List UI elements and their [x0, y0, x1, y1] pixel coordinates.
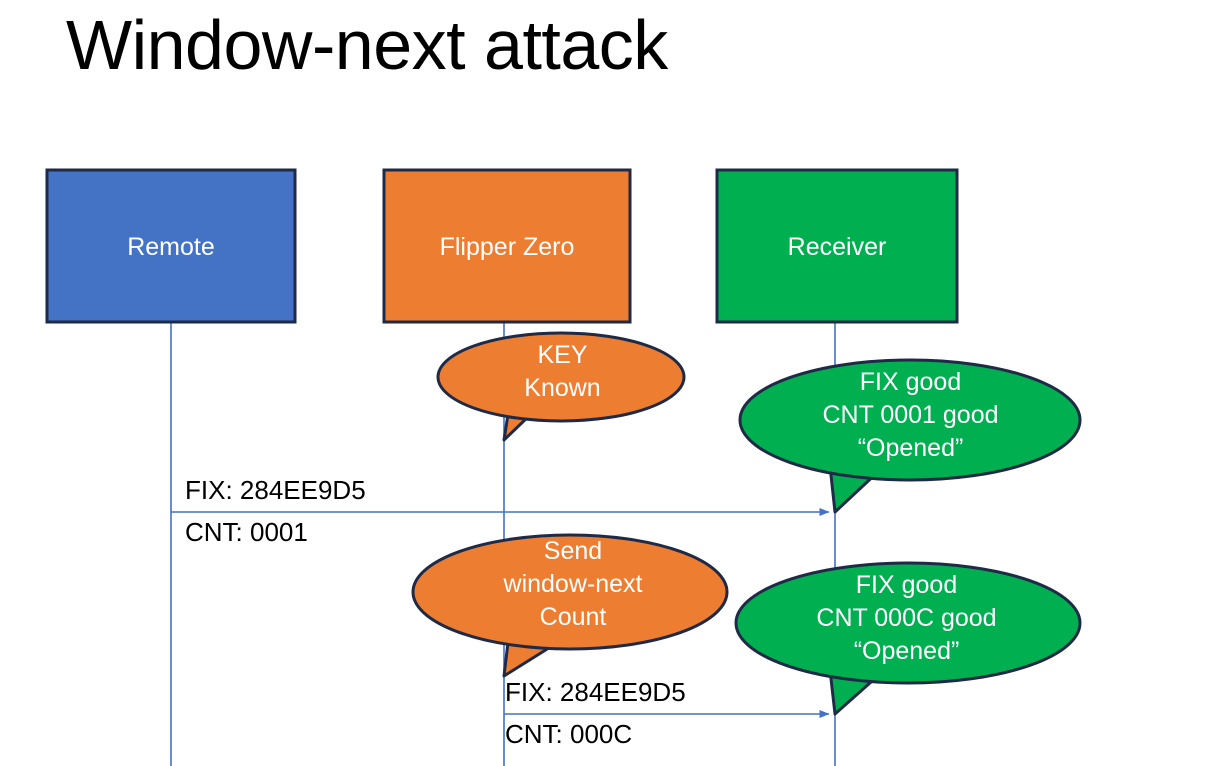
message-label-fix-1: FIX: 284EE9D5 [185, 475, 366, 505]
callout-line: Count [539, 603, 607, 631]
callout-text-send-window-next-count: Send window-next Count [418, 535, 728, 634]
actor-box-flipper-zero [382, 168, 632, 324]
callout-text-receiver-verdict-1: FIX good CNT 0001 good “Opened” [738, 366, 1083, 465]
callout-line: Send [543, 537, 603, 565]
callout-line: KEY [537, 341, 588, 369]
callout-line: FIX good [855, 571, 958, 599]
message-arrows [171, 508, 830, 718]
actor-label-flipper-zero: Flipper Zero [439, 233, 575, 261]
callout-line: FIX good [859, 368, 962, 396]
actor-box-receiver [715, 168, 959, 324]
message-label-cnt-2: CNT: 000C [505, 719, 633, 749]
message-label-fix-2: FIX: 284EE9D5 [505, 677, 686, 707]
callout-send-window-next-count [411, 533, 729, 678]
actor-label-remote: Remote [127, 233, 215, 261]
actor-boxes [45, 168, 959, 324]
callout-line: window-next [503, 570, 643, 598]
callout-key-known [436, 331, 686, 442]
callout-text-key-known: KEY Known [440, 339, 685, 405]
callout-text-receiver-verdict-2: FIX good CNT 000C good “Opened” [733, 569, 1080, 668]
callout-line: “Opened” [853, 637, 960, 665]
callout-line: CNT 000C good [816, 604, 997, 632]
callout-receiver-verdict-1 [738, 358, 1082, 514]
actor-label-receiver: Receiver [787, 233, 887, 261]
callout-line: CNT 0001 good [822, 401, 999, 429]
callout-line: “Opened” [857, 434, 964, 462]
message-label-cnt-1: CNT: 0001 [185, 517, 308, 547]
callout-line: Known [524, 374, 601, 402]
page-title: Window-next attack [66, 6, 668, 84]
actor-box-remote [45, 168, 297, 324]
callout-receiver-verdict-2 [734, 561, 1082, 716]
